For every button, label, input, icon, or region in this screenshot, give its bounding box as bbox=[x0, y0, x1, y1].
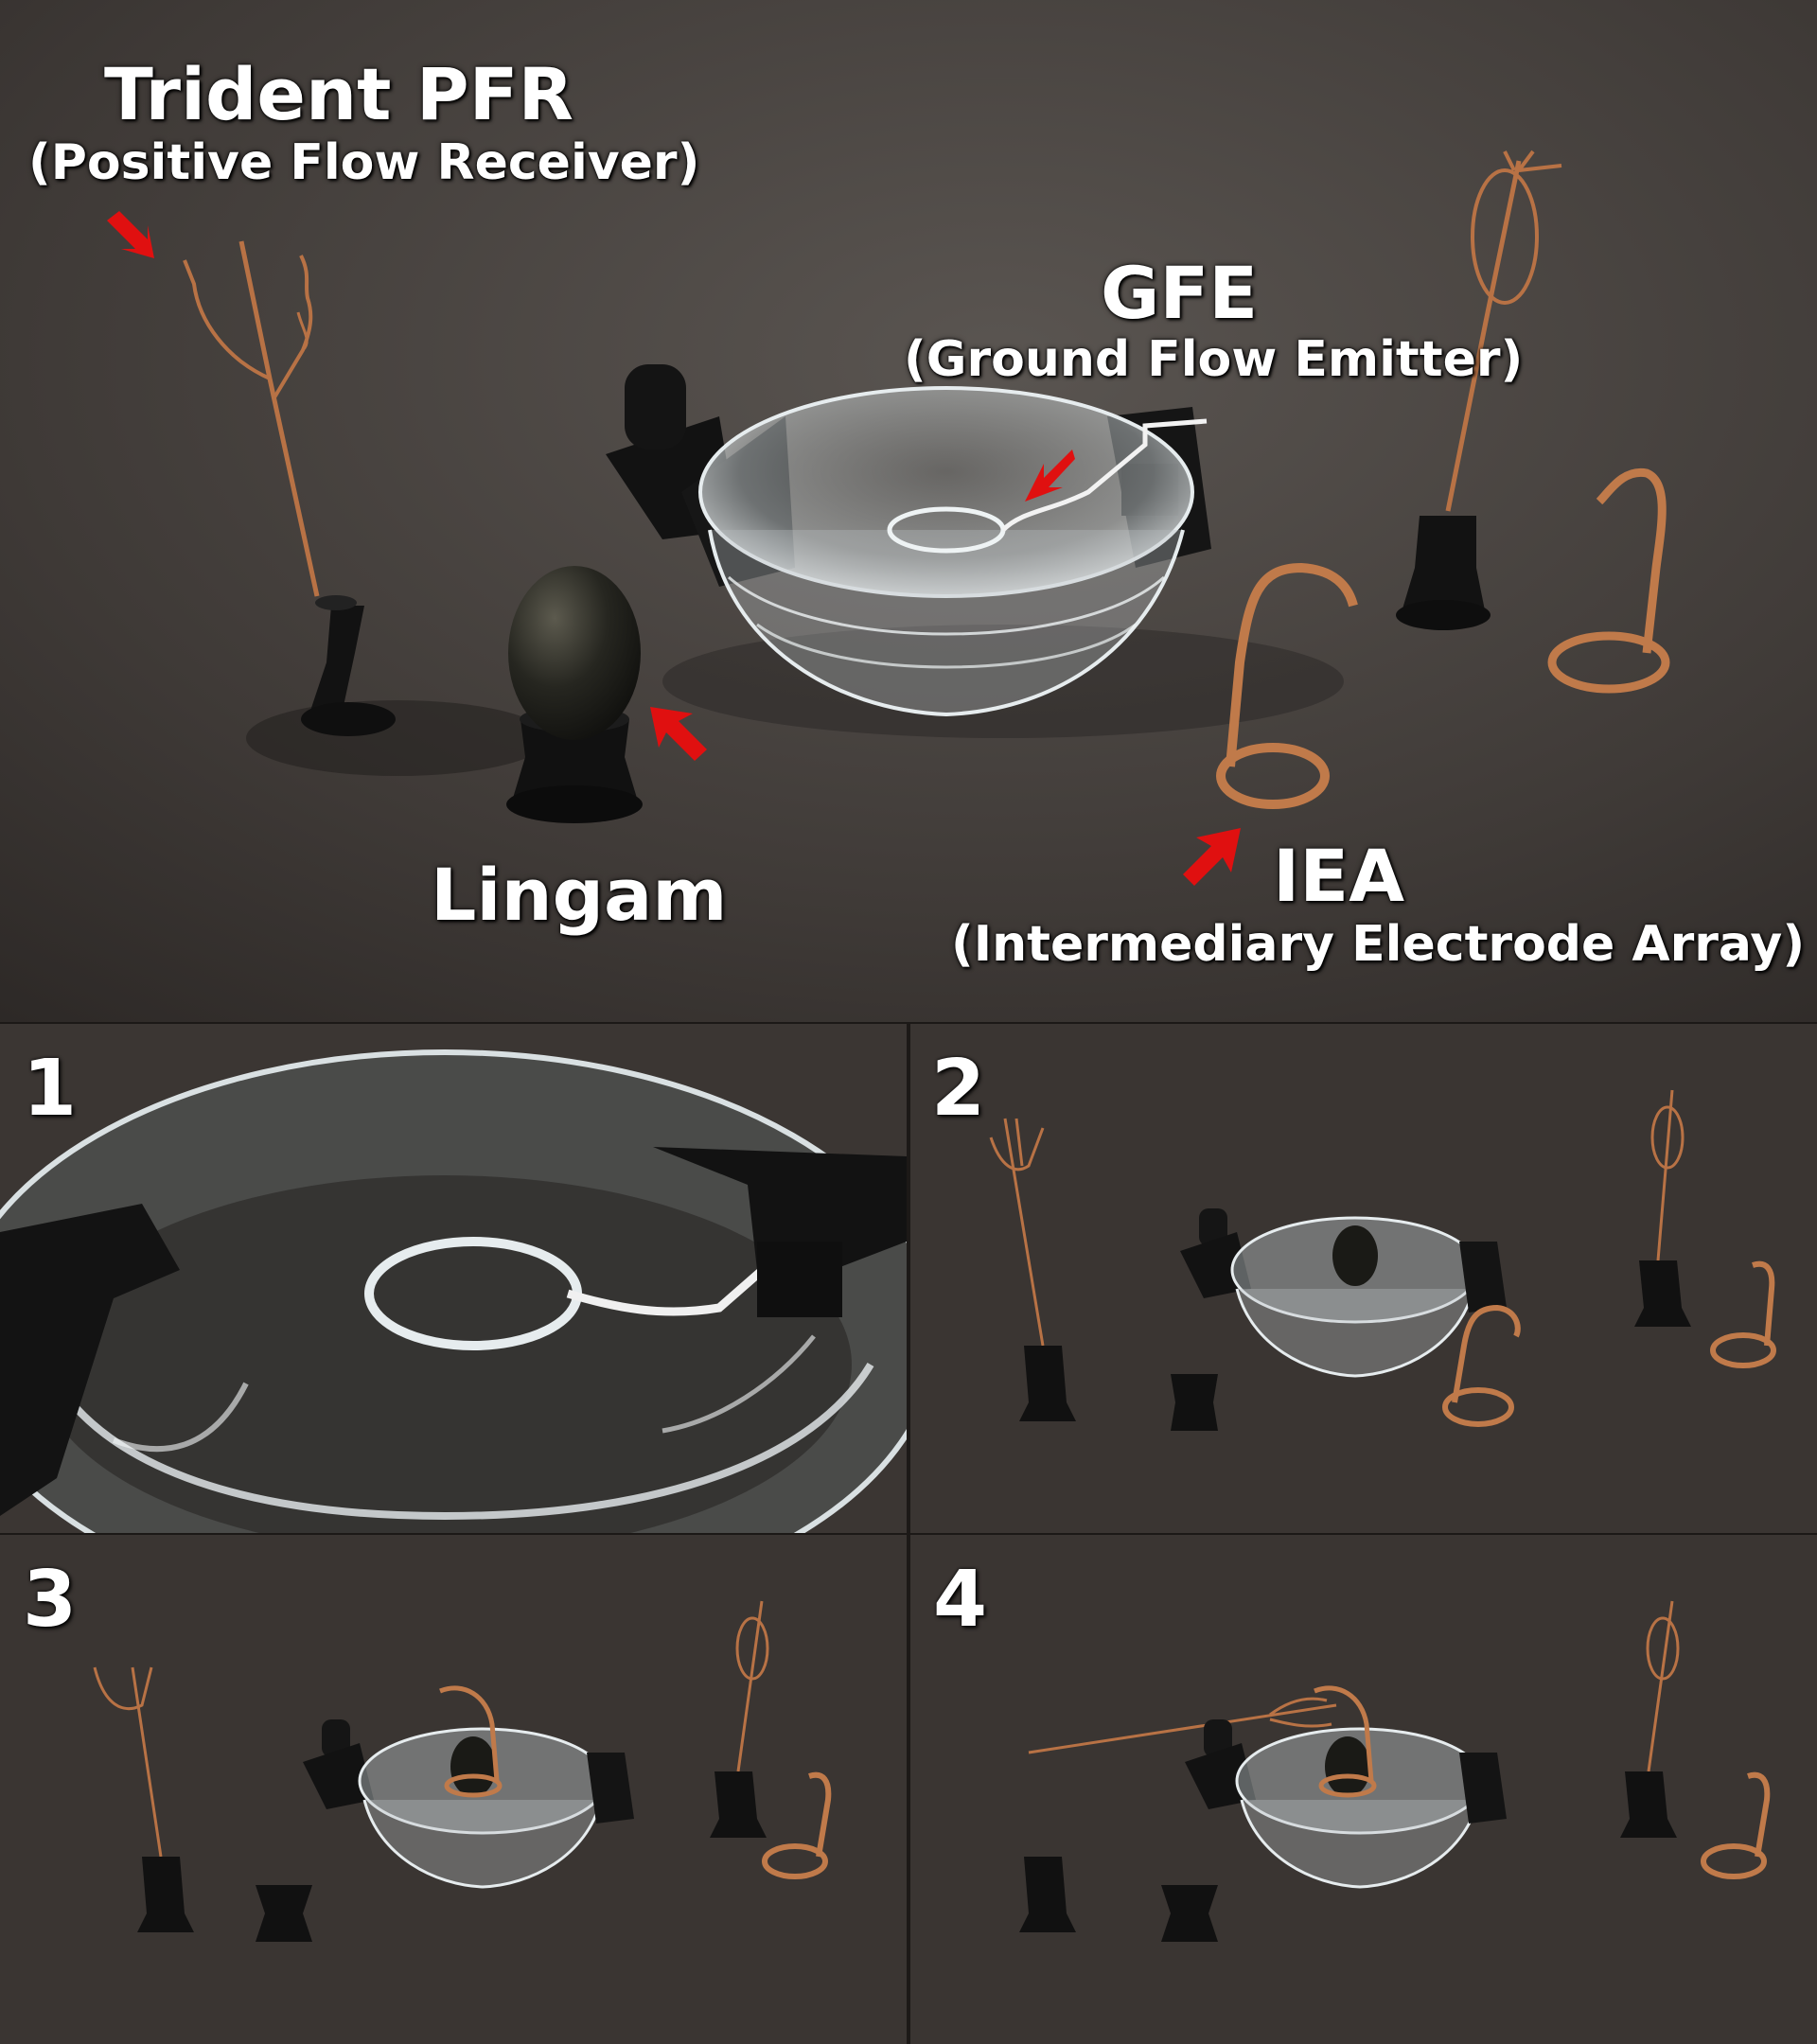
main-scene bbox=[0, 0, 1817, 1022]
trident-pfr bbox=[183, 240, 396, 736]
panel-2-photo: 2 bbox=[910, 1024, 1817, 1533]
iea-subtitle: (Intermediary Electrode Array) bbox=[951, 916, 1806, 973]
lingam-title: Lingam bbox=[431, 853, 728, 937]
panel-1-scene bbox=[0, 1024, 907, 1533]
gfe-bowl bbox=[606, 364, 1211, 717]
iea-title: IEA bbox=[1273, 834, 1405, 918]
panel-1-photo: 1 bbox=[0, 1024, 907, 1533]
divider bbox=[0, 1533, 1817, 1535]
red-arrow-icon bbox=[650, 707, 707, 761]
panel-3-photo: 3 bbox=[0, 1535, 907, 2044]
trident-subtitle: (Positive Flow Receiver) bbox=[28, 134, 700, 191]
red-arrow-icon bbox=[1025, 449, 1075, 502]
trident-title: Trident PFR bbox=[104, 52, 574, 136]
gfe-subtitle: (Ground Flow Emitter) bbox=[904, 331, 1524, 388]
panel-4-scene bbox=[910, 1535, 1817, 2044]
gfe-title: GFE bbox=[1101, 251, 1259, 335]
iea-trident-right bbox=[1396, 150, 1670, 694]
iea-front bbox=[1216, 562, 1358, 809]
panel-number: 3 bbox=[23, 1555, 78, 1645]
red-arrow-icon bbox=[1183, 828, 1241, 886]
panel-4-photo: 4 bbox=[910, 1535, 1817, 2044]
panel-2-scene bbox=[910, 1024, 1817, 1533]
panel-number: 1 bbox=[23, 1044, 78, 1134]
panel-3-scene bbox=[0, 1535, 907, 2044]
panel-number: 4 bbox=[933, 1555, 988, 1645]
lingam bbox=[506, 566, 643, 823]
main-photo: Trident PFR (Positive Flow Receiver) GFE… bbox=[0, 0, 1817, 1022]
panel-number: 2 bbox=[931, 1044, 986, 1134]
red-arrow-icon bbox=[107, 211, 154, 258]
